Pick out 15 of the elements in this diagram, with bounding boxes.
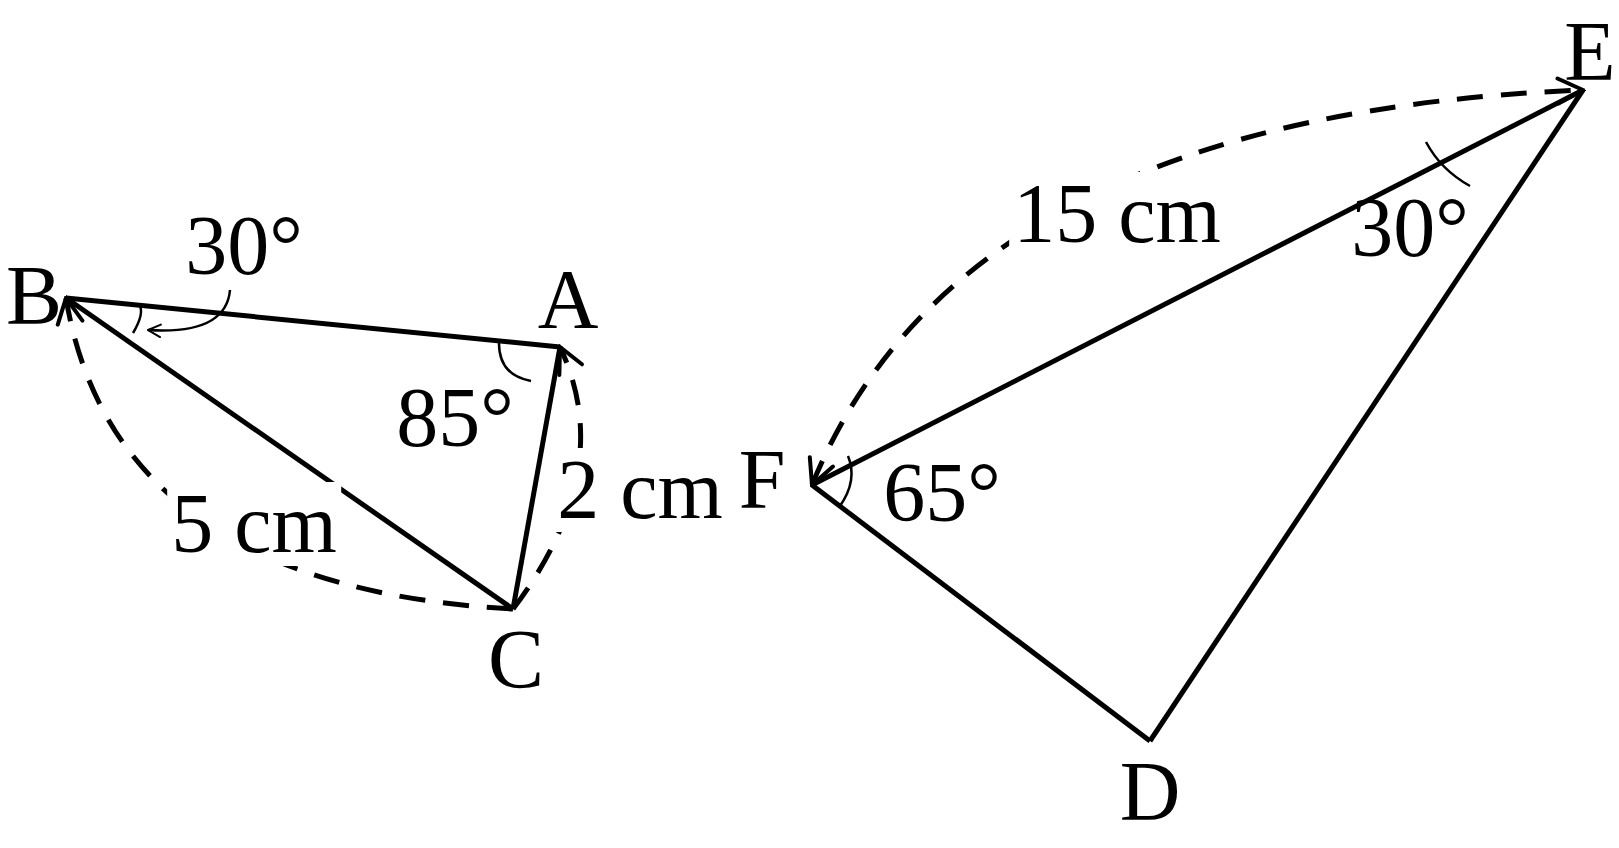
angle-label: 85° [396, 376, 514, 460]
triangle-side [1147, 88, 1586, 743]
vertex-label: B [6, 254, 62, 338]
edge-label: 5 cm [167, 482, 341, 566]
triangle-side [810, 483, 1152, 743]
vertex-label: C [488, 618, 544, 702]
triangle-side [65, 295, 561, 350]
vertex-label: F [738, 438, 786, 522]
angle-label: 30° [185, 204, 303, 288]
vertex-label: A [537, 258, 599, 342]
vertex-label: D [1119, 750, 1181, 834]
angle-label: 30° [1351, 186, 1469, 270]
vertex-label: E [1564, 10, 1616, 94]
angle-label: 65° [883, 451, 1001, 535]
leader-arrow [147, 289, 232, 338]
